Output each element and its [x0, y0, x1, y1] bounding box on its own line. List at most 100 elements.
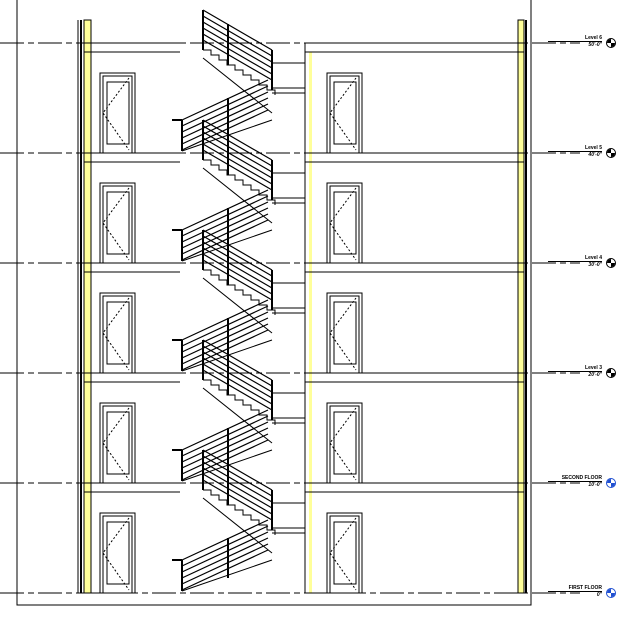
handrail-bar [202, 455, 273, 497]
handrail-bar [202, 33, 273, 75]
handrail-bar [202, 479, 273, 521]
handrail-bar [202, 461, 273, 503]
stair-stringer [202, 57, 273, 114]
handrail-bar [181, 415, 269, 457]
handrail-bar [202, 21, 273, 63]
stair-flight [172, 339, 276, 482]
handrail-bar [202, 351, 273, 393]
handrail-bar [181, 317, 269, 359]
level-head-marker-icon[interactable] [606, 368, 616, 378]
handrail-bar [202, 253, 273, 295]
door-swing [329, 187, 357, 261]
door-frame-inner [329, 515, 360, 594]
level-name: FIRST FLOOR [568, 585, 602, 591]
door-swing [329, 517, 357, 591]
door-frame [326, 402, 363, 484]
door-frame [99, 182, 136, 264]
door-swing [329, 297, 357, 371]
handrail-bar [181, 537, 269, 579]
handrail-bar [202, 449, 273, 491]
stair-flight [172, 9, 276, 152]
door-frame-inner [329, 75, 360, 154]
handrail-bar [181, 427, 269, 469]
level-elevation: 0" [548, 591, 602, 598]
handrail-bar [202, 125, 273, 167]
handrail-bar [202, 467, 273, 509]
level-elevation: 30'-0" [548, 261, 602, 268]
stair-stringer [181, 559, 273, 592]
handrail-bar [202, 345, 273, 387]
stair-stringer [202, 387, 273, 444]
door-frame-inner [102, 75, 133, 154]
handrail-bar [202, 363, 273, 405]
handrail-bar [202, 137, 273, 179]
door-panel [106, 81, 130, 145]
handrail-bar [181, 85, 269, 127]
door-frame-inner [329, 405, 360, 484]
handrail-bar [202, 119, 273, 161]
handrail-bar [181, 189, 269, 231]
door [326, 72, 363, 154]
door-frame [326, 182, 363, 264]
level-head-marker-icon[interactable] [606, 478, 616, 488]
door-panel [106, 411, 130, 475]
door [326, 512, 363, 594]
stair-treads [203, 489, 276, 535]
handrail-bar [181, 409, 269, 451]
door-frame [326, 72, 363, 154]
left-wall-fill [83, 19, 92, 594]
door [99, 402, 136, 484]
stair-stringer [202, 167, 273, 224]
handrail-bar [202, 235, 273, 277]
handrail-bar [202, 339, 273, 381]
door [326, 182, 363, 264]
door-frame [326, 292, 363, 374]
handrail-bar [181, 201, 269, 243]
door-panel [333, 301, 357, 365]
door-frame [99, 512, 136, 594]
handrail-bar [181, 97, 269, 139]
door-panel [106, 191, 130, 255]
handrail-bar [181, 531, 269, 573]
level-head-marker-icon[interactable] [606, 148, 616, 158]
handrail-bar [181, 79, 269, 121]
stair-treads [203, 49, 276, 95]
door-swing [102, 297, 130, 371]
door-frame-inner [329, 295, 360, 374]
handrail-bar [181, 91, 269, 133]
door-panel [106, 521, 130, 585]
handrail-bar [202, 473, 273, 515]
level-head-marker-icon[interactable] [606, 38, 616, 48]
door-frame-inner [102, 515, 133, 594]
door-swing [102, 407, 130, 481]
handrail-bar [181, 543, 269, 585]
handrail-bar [202, 149, 273, 191]
handrail-bar [202, 9, 273, 51]
door-panel [333, 81, 357, 145]
handrail-bar [202, 357, 273, 399]
level-head-marker-icon[interactable] [606, 258, 616, 268]
stair-flight [172, 449, 276, 592]
handrail-bar [181, 311, 269, 353]
handrail-bar [181, 323, 269, 365]
stair-stringer [202, 277, 273, 334]
handrail-bar [181, 109, 269, 151]
handrail-bar [181, 103, 269, 145]
level-elevation: 50'-0" [548, 41, 602, 48]
handrail-bar [181, 525, 269, 567]
level-head-marker-icon[interactable] [606, 588, 616, 598]
handrail-bar [181, 219, 269, 261]
handrail-bar [202, 131, 273, 173]
handrail-bar [181, 207, 269, 249]
center-wall-fill [309, 52, 312, 593]
door-frame-inner [329, 185, 360, 264]
level-name: Level 4 [585, 255, 602, 261]
door-frame [326, 512, 363, 594]
